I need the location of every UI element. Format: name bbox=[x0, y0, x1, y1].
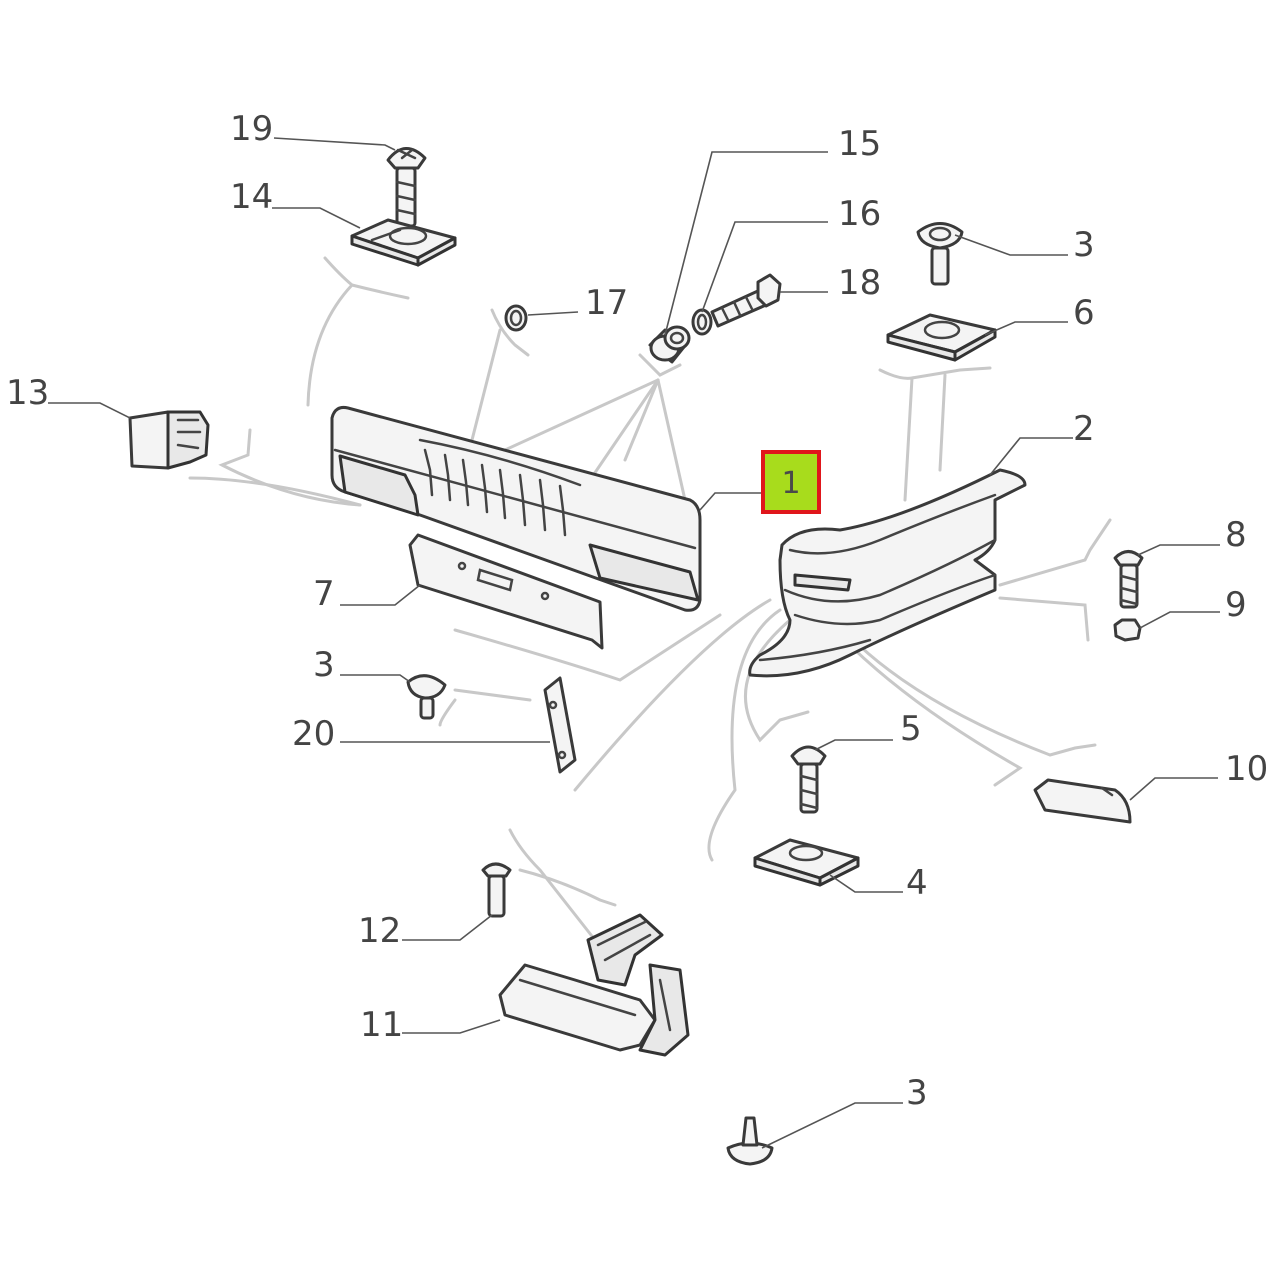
callout-7: 7 bbox=[313, 574, 335, 614]
callout-9: 9 bbox=[1225, 585, 1247, 625]
highlight-label: 1 bbox=[781, 466, 800, 501]
callout-5: 5 bbox=[900, 709, 922, 749]
part-5-screw bbox=[790, 745, 827, 814]
leader-lines bbox=[48, 137, 1220, 1149]
part-10-reflector bbox=[1033, 778, 1132, 824]
part-17-ring bbox=[504, 304, 528, 332]
callout-labels: 19 14 15 16 18 17 3 6 13 2 8 9 7 3 20 5 … bbox=[6, 109, 1268, 1113]
callout-2: 2 bbox=[1073, 409, 1095, 449]
callout-13: 13 bbox=[6, 373, 49, 413]
part-12-screw bbox=[481, 862, 512, 918]
part-9-nut bbox=[1113, 618, 1142, 642]
callout-3-top: 3 bbox=[1073, 225, 1095, 265]
callout-11: 11 bbox=[360, 1005, 403, 1045]
callout-20: 20 bbox=[292, 714, 335, 754]
part-1-bumper-panel bbox=[330, 406, 702, 612]
callout-3-bottom: 3 bbox=[906, 1073, 928, 1113]
callout-17: 17 bbox=[585, 283, 628, 323]
callout-3-middle: 3 bbox=[313, 645, 335, 685]
callout-4: 4 bbox=[906, 863, 928, 903]
part-3-push-clip-top bbox=[916, 222, 964, 286]
part-4-clip-nut bbox=[753, 838, 860, 887]
part-8-screw bbox=[1113, 550, 1144, 609]
part-3-push-pin-bottom bbox=[726, 1116, 774, 1166]
callout-14: 14 bbox=[230, 177, 273, 217]
callout-15: 15 bbox=[838, 124, 881, 164]
callout-16: 16 bbox=[838, 194, 881, 234]
callout-10: 10 bbox=[1225, 749, 1268, 789]
part-15-bushing bbox=[648, 325, 691, 364]
part-19-screw bbox=[386, 147, 427, 228]
part-11-tow-bracket bbox=[498, 913, 690, 1057]
part-20-strip bbox=[543, 676, 577, 774]
part-2-corner-bumper bbox=[748, 468, 1027, 678]
highlight-box[interactable] bbox=[761, 450, 821, 514]
callout-18: 18 bbox=[838, 263, 881, 303]
part-13-end-cap bbox=[128, 410, 210, 470]
part-14-clip-nut bbox=[350, 218, 457, 267]
part-16-washer bbox=[691, 308, 713, 336]
callout-6: 6 bbox=[1073, 293, 1095, 333]
part-18-bolt bbox=[710, 273, 782, 328]
part-7-plate-bracket bbox=[408, 533, 604, 650]
part-6-clip-nut bbox=[886, 313, 997, 362]
callout-8: 8 bbox=[1225, 515, 1247, 555]
callout-12: 12 bbox=[358, 911, 401, 951]
part-3-push-clip-middle bbox=[406, 674, 447, 720]
callout-19: 19 bbox=[230, 109, 273, 149]
highlighted-callout-1[interactable]: 1 bbox=[761, 450, 821, 514]
